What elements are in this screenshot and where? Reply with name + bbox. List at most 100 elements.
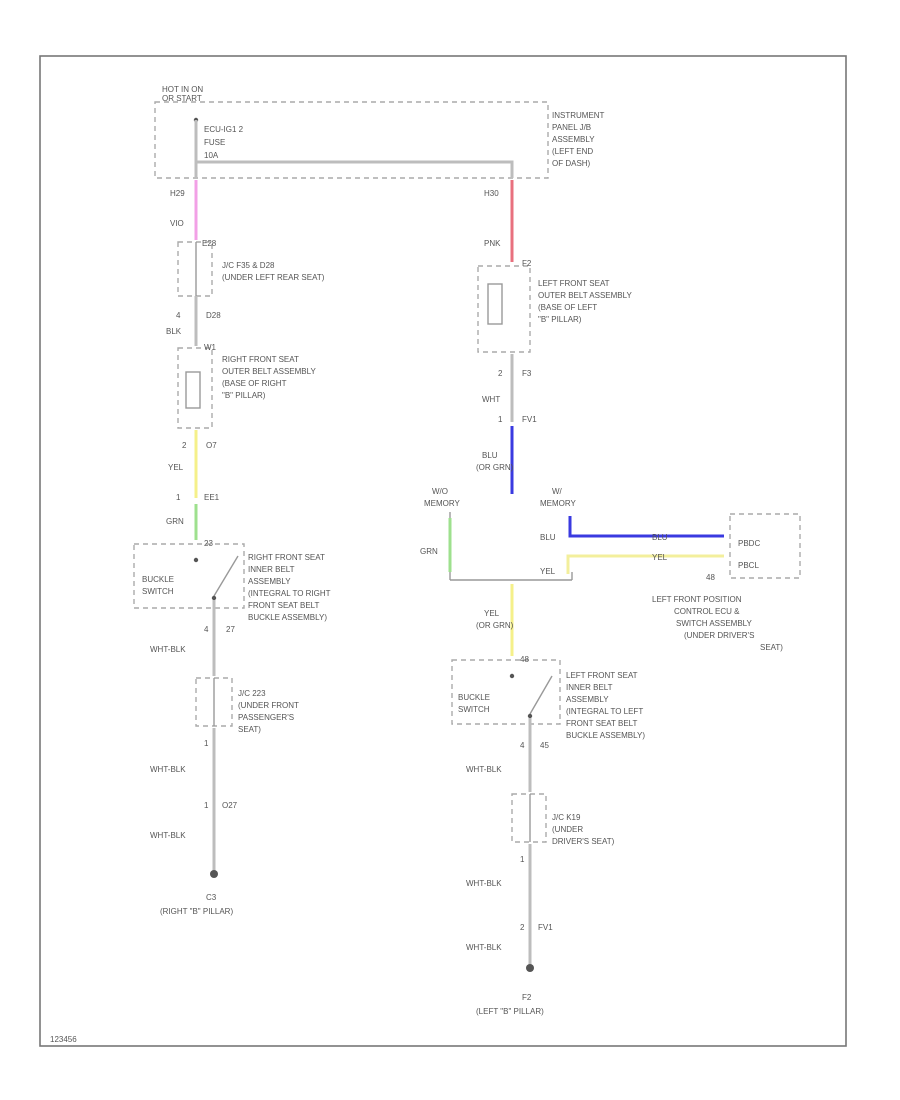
left-jc2-label-2: (UNDER FRONT bbox=[238, 701, 299, 710]
left-conn-id: EE1 bbox=[204, 493, 220, 502]
bus-wire bbox=[196, 160, 514, 178]
right-buckle-label-2: SWITCH bbox=[458, 705, 490, 714]
right-grn-label: GRN bbox=[420, 547, 438, 556]
ecu-pin-pbdc: PBDC bbox=[738, 539, 760, 548]
right-yel-ecu-wire bbox=[566, 554, 724, 574]
right-jc-pin: 1 bbox=[520, 855, 525, 864]
left-inner-pin2: 27 bbox=[226, 625, 235, 634]
left-wb-label-2: WHT-BLK bbox=[150, 765, 186, 774]
right-inner-label-3: ASSEMBLY bbox=[566, 695, 609, 704]
left-jc-box bbox=[177, 241, 213, 297]
left-buckle-label-2: SWITCH bbox=[142, 587, 174, 596]
left-outer-label-4: "B" PILLAR) bbox=[222, 391, 266, 400]
left-conn2-id: O27 bbox=[222, 801, 238, 810]
left-inner-label-5: FRONT SEAT BELT bbox=[248, 601, 320, 610]
left-inner-label-6: BUCKLE ASSEMBLY) bbox=[248, 613, 327, 622]
left-vio-label: VIO bbox=[170, 219, 184, 228]
right-inner-label-6: BUCKLE ASSEMBLY) bbox=[566, 731, 645, 740]
left-buckle-pivot bbox=[211, 595, 217, 601]
left-inner-label-4: (INTEGRAL TO RIGHT bbox=[248, 589, 331, 598]
left-jc-pin: E28 bbox=[202, 239, 217, 248]
left-buckle-box bbox=[133, 543, 245, 609]
right-h30-label: H30 bbox=[484, 189, 499, 198]
left-outer-label-2: OUTER BELT ASSEMBLY bbox=[222, 367, 316, 376]
left-jc2-pin: 1 bbox=[204, 739, 209, 748]
right-yel4-label-2: (OR GRN) bbox=[476, 621, 514, 630]
left-yel-label: YEL bbox=[168, 463, 184, 472]
right-conn-pin: 1 bbox=[498, 415, 503, 424]
right-jc-label-1: J/C K19 bbox=[552, 813, 581, 822]
left-buckle-label-1: BUCKLE bbox=[142, 575, 174, 584]
ecu-wo-label-2: MEMORY bbox=[424, 499, 461, 508]
left-outer-label-1: RIGHT FRONT SEAT bbox=[222, 355, 299, 364]
left-conn2-pin: 1 bbox=[204, 801, 209, 810]
instrument-panel-box bbox=[154, 101, 549, 179]
ecu-box bbox=[729, 513, 801, 579]
right-outer-pin2: 2 bbox=[498, 369, 503, 378]
fuse-label-2: FUSE bbox=[204, 138, 225, 147]
right-blu-label-1: BLU bbox=[482, 451, 498, 460]
left-ground-loc: (RIGHT "B" PILLAR) bbox=[160, 907, 233, 916]
right-outer-label-2: OUTER BELT ASSEMBLY bbox=[538, 291, 632, 300]
left-outer-pin2: 2 bbox=[182, 441, 187, 450]
right-buckle-label-1: BUCKLE bbox=[458, 693, 490, 702]
left-wb-label-1: WHT-BLK bbox=[150, 645, 186, 654]
ecu-w-label-2: MEMORY bbox=[540, 499, 577, 508]
left-grn-label: GRN bbox=[166, 517, 184, 526]
left-buckle-pin: 23 bbox=[204, 539, 213, 548]
right-buckle-contact bbox=[509, 673, 515, 679]
left-inner-label-2: INNER BELT bbox=[248, 565, 295, 574]
ipjb-label-5: OF DASH) bbox=[552, 159, 591, 168]
left-jc2-label-3: PASSENGER'S bbox=[238, 713, 294, 722]
left-jc-pin3: D28 bbox=[206, 311, 221, 320]
left-jc2-label-1: J/C 223 bbox=[238, 689, 266, 698]
ipjb-label-3: ASSEMBLY bbox=[552, 135, 595, 144]
left-outer-pin: W1 bbox=[204, 343, 217, 352]
left-wb-label-3: WHT-BLK bbox=[150, 831, 186, 840]
ecu-w-label-1: W/ bbox=[552, 487, 563, 496]
right-blu-ecu-wire bbox=[568, 516, 724, 538]
left-jc2-box bbox=[195, 677, 233, 727]
left-jc2-label-4: SEAT) bbox=[238, 725, 261, 734]
right-pnk-label: PNK bbox=[484, 239, 501, 248]
right-blu3-label: BLU bbox=[652, 533, 668, 542]
right-wb-label-2: WHT-BLK bbox=[466, 879, 502, 888]
right-outer-pin: F2 bbox=[522, 259, 532, 268]
right-conn2-id: FV1 bbox=[538, 923, 553, 932]
diagram-frame bbox=[39, 55, 847, 1047]
left-jc-label-1: J/C F35 & D28 bbox=[222, 261, 275, 270]
ecu-pin-num: 48 bbox=[706, 573, 715, 582]
hot-in-label-2: OR START bbox=[162, 94, 202, 103]
ecu-label-1: LEFT FRONT POSITION bbox=[652, 595, 742, 604]
ipjb-label-4: (LEFT END bbox=[552, 147, 593, 156]
right-inner-label-2: INNER BELT bbox=[566, 683, 613, 692]
right-inner-label-4: (INTEGRAL TO LEFT bbox=[566, 707, 643, 716]
right-conn2-pin: 2 bbox=[520, 923, 525, 932]
right-inner-label-1: LEFT FRONT SEAT bbox=[566, 671, 638, 680]
left-blk-label: BLK bbox=[166, 327, 182, 336]
right-outer-label-3: (BASE OF LEFT bbox=[538, 303, 597, 312]
left-jc-label-2: (UNDER LEFT REAR SEAT) bbox=[222, 273, 325, 282]
right-inner-pin2: 45 bbox=[540, 741, 549, 750]
right-inner-label-5: FRONT SEAT BELT bbox=[566, 719, 638, 728]
ecu-label-3: SWITCH ASSEMBLY bbox=[676, 619, 753, 628]
right-yel4-label-1: YEL bbox=[484, 609, 500, 618]
right-outer-belt-switch bbox=[487, 283, 503, 325]
left-outer-label-3: (BASE OF RIGHT bbox=[222, 379, 287, 388]
right-inner-pin: 4 bbox=[520, 741, 525, 750]
right-wb-label-3: WHT-BLK bbox=[466, 943, 502, 952]
right-conn-id: FV1 bbox=[522, 415, 537, 424]
right-wb-label-1: WHT-BLK bbox=[466, 765, 502, 774]
right-outer-label-4: "B" PILLAR) bbox=[538, 315, 582, 324]
left-h29-label: H29 bbox=[170, 189, 185, 198]
ipjb-label-2: PANEL J/B bbox=[552, 123, 591, 132]
right-yel-label: YEL bbox=[540, 567, 556, 576]
left-buckle-contact bbox=[193, 557, 199, 563]
right-buckle-pivot bbox=[527, 713, 533, 719]
right-ground-id: F2 bbox=[522, 993, 532, 1002]
left-inner-pin: 4 bbox=[204, 625, 209, 634]
right-jc-label-2: (UNDER bbox=[552, 825, 583, 834]
right-buckle-lever bbox=[529, 675, 553, 715]
left-buckle-lever bbox=[213, 555, 239, 597]
